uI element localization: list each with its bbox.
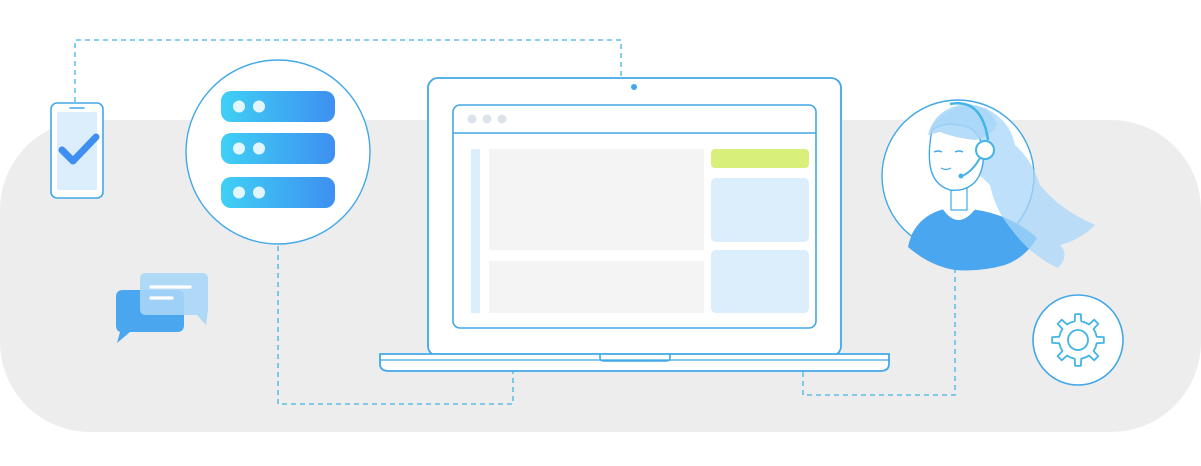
laptop-webcam: [631, 84, 637, 90]
dashed-connectors: [74, 39, 956, 405]
server-unit-3: [221, 177, 335, 208]
dashboard-panel-main: [489, 149, 704, 250]
connector-server-to-laptop: [277, 246, 514, 405]
connector-phone-to-laptop: [74, 39, 622, 102]
support-agent-headset-avatar: [881, 99, 1095, 271]
server-unit-1: [221, 91, 335, 122]
smartphone-checkmark-icon: [50, 102, 104, 199]
headset-mic: [961, 157, 981, 177]
laptop-dashboard-illustration: [379, 77, 890, 372]
headset-earpiece: [975, 140, 995, 160]
gear-icon: [1032, 294, 1124, 386]
dashboard-panel-bottom: [489, 261, 704, 313]
window-dot-1: [467, 114, 477, 124]
chat-bubbles-icon: [116, 273, 208, 343]
connector-laptop-to-agent: [802, 268, 956, 396]
headset-band: [949, 102, 990, 141]
window-dot-2: [482, 114, 492, 124]
server-stack-icon: [185, 59, 371, 245]
laptop-hinge-notch: [599, 354, 671, 362]
server-unit-2: [221, 133, 335, 164]
dashboard-card-1: [711, 178, 809, 242]
window-dot-3: [497, 114, 507, 124]
dashboard-card-2: [711, 250, 809, 313]
dashboard-highlight-bar: [711, 149, 809, 168]
dashboard-sidebar: [471, 149, 480, 313]
laptop-base: [379, 353, 890, 372]
